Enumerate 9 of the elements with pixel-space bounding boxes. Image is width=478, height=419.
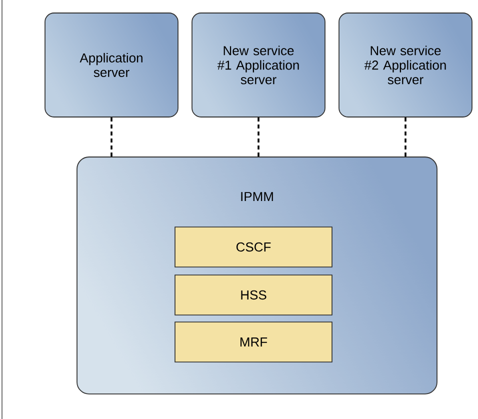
connector-line: [110, 117, 112, 157]
function-box: MRF: [174, 322, 332, 362]
server-box: Application server: [44, 12, 178, 118]
function-box: HSS: [174, 274, 332, 316]
server-box: New service #2 Application server: [338, 12, 472, 118]
connector-line: [258, 117, 260, 157]
server-box: New service #1 Application server: [192, 12, 326, 118]
connector-line: [404, 117, 406, 157]
function-box: CSCF: [174, 226, 332, 268]
